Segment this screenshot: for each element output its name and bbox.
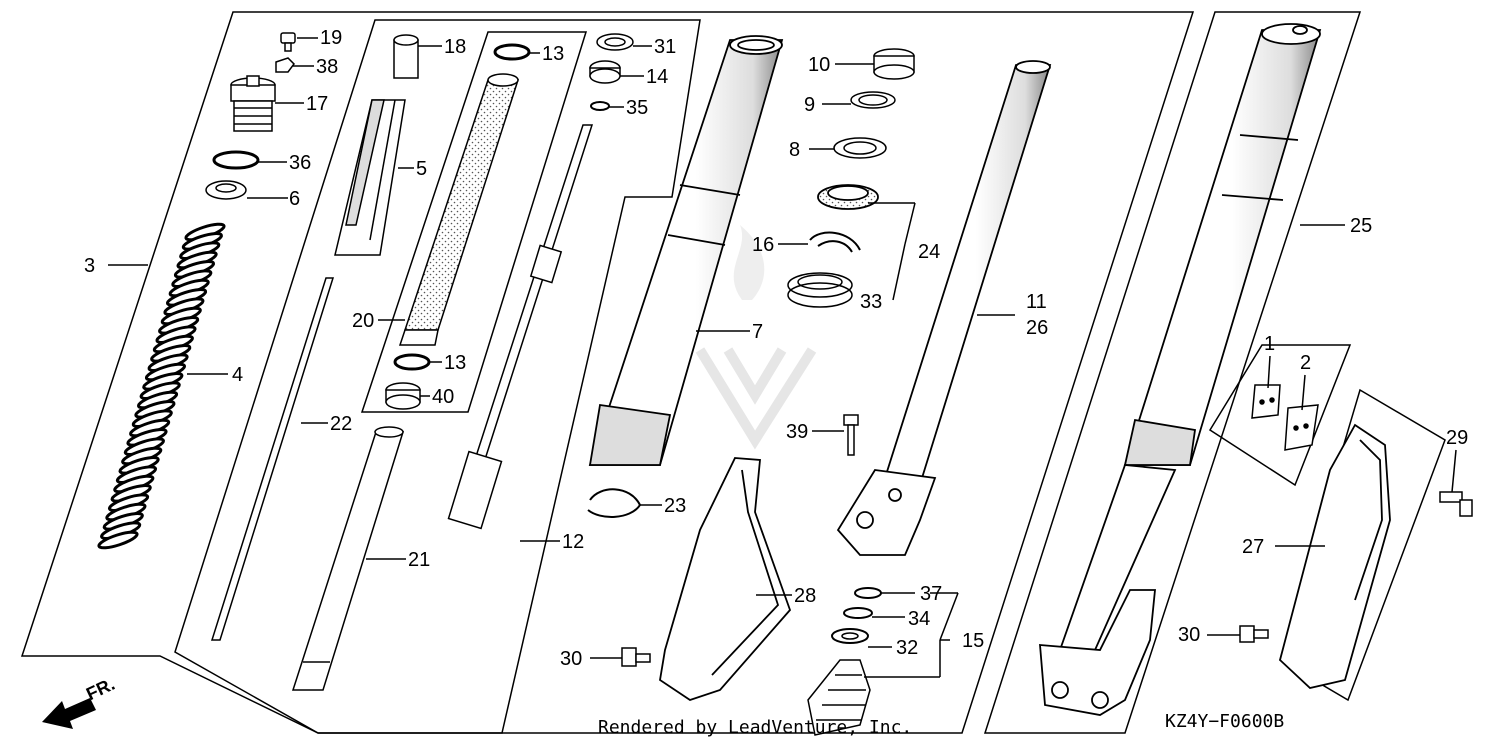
part-bolt-19: [280, 32, 296, 52]
callout-10: 10: [808, 54, 831, 76]
diagram-code: KZ4Y−F0600B: [1165, 711, 1285, 732]
part-cartridge-20: [398, 73, 520, 346]
part-bolt-30-right: [1239, 625, 1269, 643]
callout-11: 11: [1026, 291, 1047, 313]
callout-29: 29: [1446, 427, 1469, 449]
callout-22: 22: [330, 413, 353, 435]
callout-20: 20: [352, 310, 375, 332]
part-seal-10: [873, 48, 915, 80]
callout-34: 34: [908, 608, 931, 630]
part-bolt-39: [843, 414, 859, 456]
callout-2: 2: [1300, 352, 1312, 374]
part-guard-27: [1278, 423, 1391, 689]
callout-9: 9: [804, 94, 816, 116]
part-inner-tube-11: [836, 60, 1052, 556]
part-tube-21: [291, 426, 405, 691]
part-clip-16: [809, 231, 861, 253]
callout-18: 18: [444, 36, 467, 58]
part-bolt-30-left: [621, 647, 651, 667]
callout-40: 40: [432, 386, 455, 408]
callout-36: 36: [289, 152, 312, 174]
callout-27: 27: [1242, 536, 1265, 558]
callout-5: 5: [416, 158, 428, 180]
part-bushing-40: [385, 382, 421, 410]
callout-39: 39: [786, 421, 809, 443]
callout-14: 14: [646, 66, 669, 88]
leader-lines: [108, 37, 1457, 678]
callout-13-bottom: 13: [444, 352, 467, 374]
part-fork-cap-17: [230, 75, 276, 132]
callout-21: 21: [408, 549, 431, 571]
part-bracket-2: [1284, 404, 1319, 451]
part-spring-seat-6: [205, 180, 247, 200]
part-oring-36: [212, 150, 260, 170]
callout-38: 38: [316, 56, 339, 78]
callout-1: 1: [1264, 333, 1276, 355]
callout-33: 33: [860, 291, 883, 313]
callout-13-top: 13: [542, 43, 565, 65]
footer-credit: Rendered by LeadVenture, Inc.: [598, 717, 913, 738]
part-ring-31: [596, 33, 634, 51]
callout-23: 23: [664, 495, 687, 517]
part-outer-tube-7: [588, 35, 784, 466]
part-guard-28: [659, 457, 792, 701]
part-boot-15: [807, 659, 871, 736]
frame-right: [983, 11, 1362, 734]
direction-arrow: [42, 698, 96, 729]
callout-30-right: 30: [1178, 624, 1201, 646]
watermark-logo: [695, 225, 817, 450]
frame-guard-bracket: [1208, 344, 1352, 487]
callout-4: 4: [232, 364, 244, 386]
spring-coil: [97, 530, 139, 550]
part-washer-32: [831, 628, 869, 644]
part-spring-guide-5: [334, 99, 406, 256]
part-clip-35: [590, 101, 610, 111]
part-dust-seal-33: [787, 272, 853, 308]
callout-15: 15: [962, 630, 985, 652]
frame-cartridge: [174, 19, 701, 734]
part-washer-34: [843, 607, 873, 619]
callout-24: 24: [918, 241, 941, 263]
part-fork-assembly-25: [1039, 23, 1322, 716]
part-ring-13-bottom: [393, 353, 431, 371]
callout-28: 28: [794, 585, 817, 607]
callout-30-left: 30: [560, 648, 583, 670]
part-collar-18: [393, 34, 419, 79]
part-rod-22: [210, 277, 335, 641]
part-circlip-23: [587, 488, 642, 518]
callout-25: 25: [1350, 215, 1373, 237]
callout-8: 8: [789, 139, 801, 161]
callout-35: 35: [626, 97, 649, 119]
callout-7: 7: [752, 321, 764, 343]
callout-6: 6: [289, 188, 301, 210]
part-damper-rod: [447, 124, 594, 530]
callout-16: 16: [752, 234, 775, 256]
part-washer-37: [854, 587, 882, 599]
part-nut-38: [275, 57, 295, 73]
part-spring-4: [97, 222, 226, 550]
callout-32: 32: [896, 637, 919, 659]
part-washer-8: [833, 137, 887, 159]
callout-17: 17: [306, 93, 329, 115]
callout-3: 3: [84, 255, 96, 277]
part-oil-seal-24: [817, 184, 879, 210]
callout-19: 19: [320, 27, 343, 49]
callout-26: 26: [1026, 317, 1049, 339]
part-bushing-14: [589, 60, 621, 84]
frame-inner-kit: [360, 31, 588, 413]
part-bracket-1: [1251, 384, 1281, 419]
callout-12: 12: [562, 531, 585, 553]
part-seal-9: [850, 91, 896, 109]
callout-37: 37: [920, 583, 943, 605]
part-ring-13-top: [493, 43, 531, 61]
part-bolt-29: [1439, 491, 1473, 517]
callout-31: 31: [654, 36, 677, 58]
group-frames: [20, 11, 1446, 734]
